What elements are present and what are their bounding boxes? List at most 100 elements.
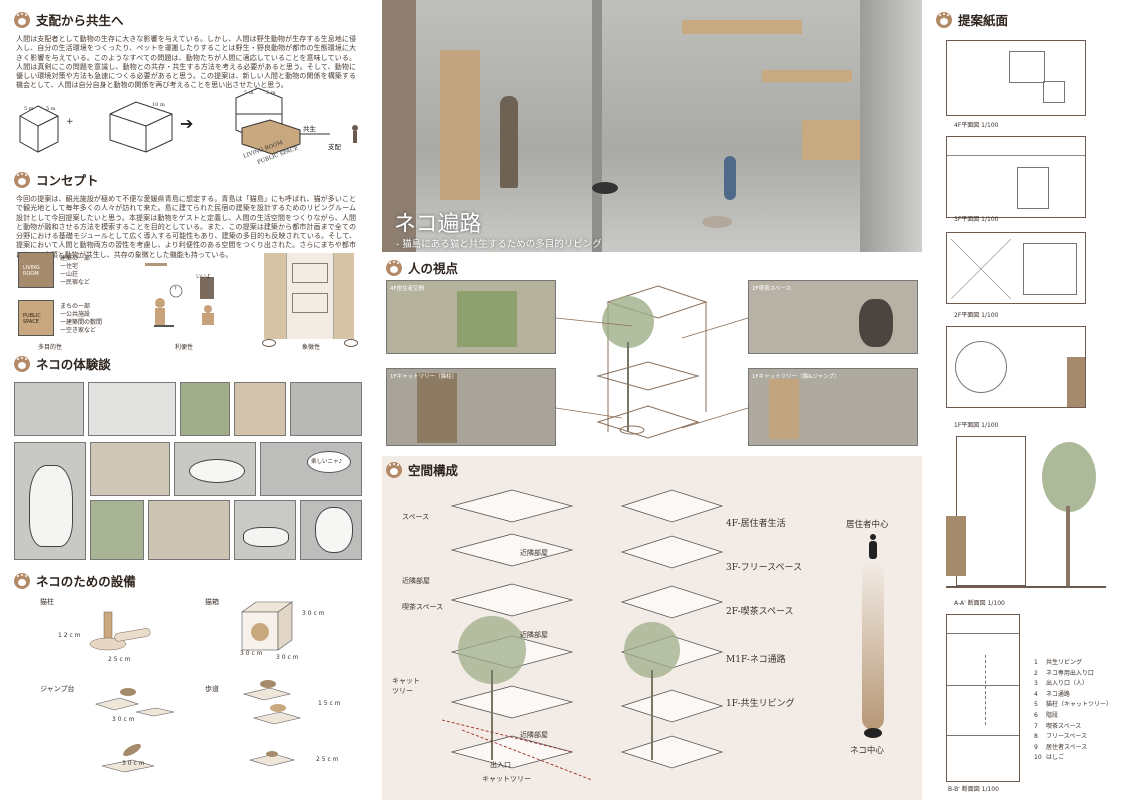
equip-dim: 2 5 c m	[316, 756, 339, 763]
floor-label: 4F-居住者生活	[726, 519, 786, 529]
dim-c: 10 m	[152, 102, 165, 108]
equip-name: ジャンプ台	[40, 685, 75, 693]
axon-label: キャットツリー	[482, 775, 531, 783]
comic-panel	[174, 442, 256, 496]
equip-dim: 1 2 c m	[58, 632, 81, 639]
kyosei-label: 共生	[303, 124, 317, 133]
paw-icon	[14, 355, 30, 372]
concept-caption-3: 象徴性	[302, 344, 321, 351]
section-header-shihai: 支配から共生へ	[14, 10, 124, 29]
section-header-viewpoint: 人の視点	[386, 258, 458, 277]
cat-figure	[702, 216, 732, 228]
section-body: 人間は支配者として動物の生存に大きな影響を与えている。しかし、人間は野生動物が生…	[16, 35, 356, 90]
living-list: 建築の一部 ー住宅 ー山荘 ー民宿など	[60, 255, 91, 286]
plus-sign: +	[66, 117, 74, 127]
cat-pole-drawing	[86, 604, 156, 664]
comic-panel	[148, 500, 230, 560]
plan-3f	[946, 136, 1086, 218]
floor-label: 3F-フリースペース	[726, 563, 803, 573]
section-bb	[946, 614, 1020, 782]
person-icon	[868, 534, 878, 560]
comic-panel	[300, 500, 362, 560]
axon-label: 出入口	[490, 761, 511, 769]
dim-a: 5 m	[24, 106, 34, 112]
axis-top-label: 居住者中心	[846, 520, 889, 530]
eye-icon	[262, 339, 276, 347]
exploded-axon-right	[612, 480, 732, 780]
cube-diagram: + ➔ 共生 支配 5 m 5 m 10 m 5 m 5 m LIVING RO…	[10, 84, 370, 166]
paw-icon	[386, 259, 402, 276]
walkway-drawing-2	[244, 746, 314, 776]
axon-label: スペース	[402, 513, 430, 521]
speech-text: 楽しいニャ♪	[311, 459, 343, 465]
section-body: 今回の提案は、観光施設が極めて不便な愛媛県青島に想定する。青島は「猫島」にも呼ば…	[16, 195, 356, 259]
dim-d: 5 m	[244, 90, 254, 96]
paw-icon	[386, 461, 402, 478]
floor-label: 1F-共生リビング	[726, 699, 795, 709]
plan-2f	[946, 232, 1086, 304]
paw-icon	[14, 171, 30, 188]
section-header-spatial: 空間構成	[386, 460, 458, 479]
hero-title: ネコ遍路	[394, 212, 482, 237]
eye-icon	[344, 339, 358, 347]
section-aa	[946, 436, 1106, 592]
paw-icon	[14, 11, 30, 28]
view-photo-4f: 4F居住者空間	[386, 280, 556, 354]
shihai-label: 支配	[328, 142, 342, 151]
floor-label: M1F-ネコ通路	[726, 655, 786, 665]
section-title: コンセプト	[36, 173, 99, 188]
section-title: ネコのための設備	[36, 574, 136, 589]
section-header-concept: コンセプト	[14, 170, 99, 189]
comic-panel	[234, 500, 296, 560]
child-figure	[724, 156, 736, 200]
paw-icon	[936, 11, 952, 28]
section-title: 提案紙面	[958, 13, 1009, 28]
public-space-box: PUBLIC SPACE	[18, 300, 54, 336]
section-title: 支配から共生へ	[36, 13, 124, 28]
concept-caption-2: 利便性	[175, 344, 194, 351]
section-header-drawings: 提案紙面	[936, 10, 1008, 29]
plan-caption: B-B' 断面図 1/100	[948, 786, 999, 793]
view-photo-2f: 2F喫茶スペース	[748, 280, 918, 354]
equip-dim: 3 0 c m	[276, 654, 299, 661]
jump-platform-drawing	[92, 682, 182, 722]
spatial-panel: 空間構成 スペース 近隣部屋 近	[382, 456, 922, 800]
view-photo-1f-tree: 1Fキャットツリー（猫柱）	[386, 368, 556, 446]
equip-dim: 3 0 c m	[112, 716, 135, 723]
bubble-yes: いいよ	[196, 274, 211, 280]
exploded-axon-left	[422, 480, 593, 794]
axon-label: 近隣部屋	[520, 631, 548, 639]
view-photo-1f-jump: 1Fキャットツリー（猫&ジャンプ）	[748, 368, 918, 446]
comic-panel	[180, 382, 230, 436]
person-figure	[500, 96, 518, 188]
cat-box-drawing	[236, 598, 296, 656]
axis-bottom-label: ネコ中心	[850, 746, 884, 756]
comic-strip: 楽しいニャ♪	[14, 382, 362, 560]
equip-dim: 2 5 c m	[108, 656, 131, 663]
comic-panel	[14, 442, 86, 560]
bubble-question: ?	[174, 286, 177, 292]
hero-render: ネコ遍路 - 猫島にある猫と共生するための多目的リビング	[382, 0, 922, 252]
public-list: まちの一部 ー公共施設 ー建築間の敷間 ー空き家など	[60, 303, 103, 334]
equip-dim: 3 0 c m	[302, 610, 325, 617]
equip-name: 猫箱	[205, 598, 219, 606]
concept-caption-1: 多目的性	[38, 344, 63, 351]
plan-caption: 4F平面図 1/100	[954, 122, 999, 129]
comic-panel	[14, 382, 84, 436]
hero-subtitle: - 猫島にある猫と共生するための多目的リビング	[396, 239, 602, 250]
comic-panel	[90, 500, 144, 560]
section-title: 人の視点	[408, 261, 459, 276]
dim-e: 5 m	[266, 90, 276, 96]
equip-dim: 3 0 c m	[122, 760, 145, 767]
gradient-axis	[862, 560, 884, 730]
section-title: ネコの体験談	[36, 357, 111, 372]
axon-label: キャット ツリー	[392, 677, 420, 695]
cube-diagram-svg: + ➔ 共生 支配 5 m 5 m 10 m 5 m 5 m LIVING RO…	[19, 87, 358, 166]
